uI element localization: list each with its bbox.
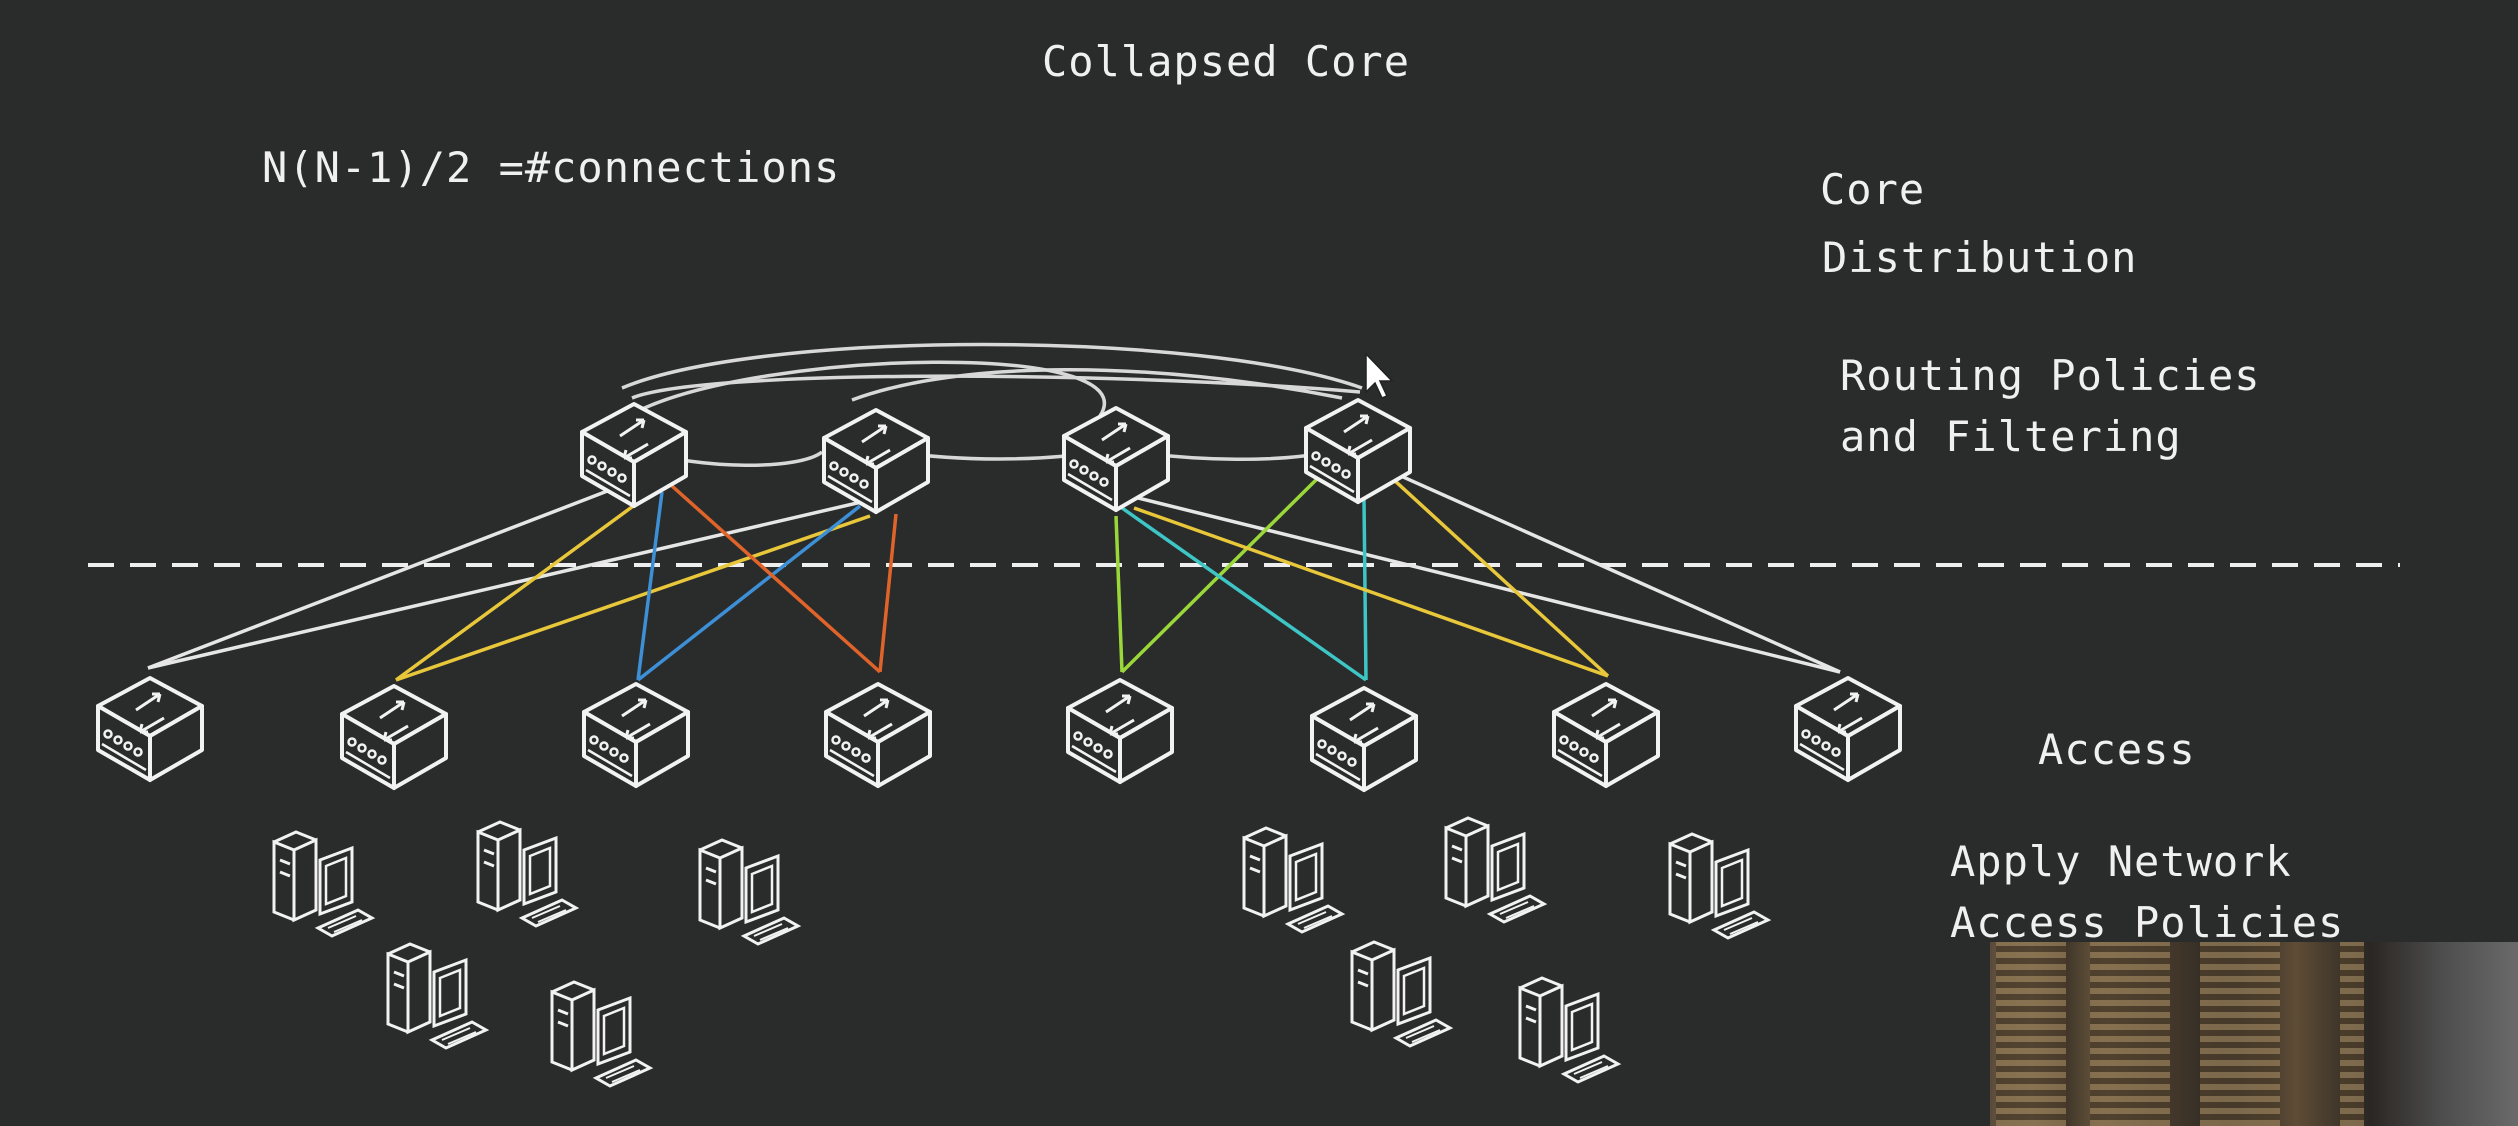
uplink-green bbox=[1114, 515, 1124, 673]
access-switch-icon bbox=[96, 676, 204, 782]
workstations bbox=[272, 816, 1770, 1088]
core-link bbox=[631, 374, 1361, 400]
access-switch-icon bbox=[1310, 686, 1418, 792]
core-mesh bbox=[621, 342, 1363, 467]
routing-policies-note: Routing Policies and Filtering bbox=[1840, 346, 2261, 468]
uplink-yellow bbox=[1392, 478, 1610, 678]
layer-label-distribution: Distribution bbox=[1822, 233, 2138, 282]
workstation-icon bbox=[550, 980, 652, 1088]
core-switch-icon bbox=[1062, 406, 1170, 512]
access-switch-icon bbox=[1066, 678, 1174, 784]
workstation-icon bbox=[698, 838, 800, 946]
workstation-icon bbox=[1444, 816, 1546, 924]
core-link bbox=[635, 360, 1106, 417]
access-policies-note: Apply Network Access Policies bbox=[1950, 832, 2344, 954]
routing-policies-line2: and Filtering bbox=[1840, 411, 2182, 461]
uplink bbox=[1391, 470, 1841, 674]
colored-uplinks bbox=[394, 474, 1610, 682]
layer-label-core: Core bbox=[1820, 165, 1926, 214]
thumbnail-stripe bbox=[2200, 942, 2280, 1126]
uplink bbox=[147, 498, 871, 670]
uplink-yellow bbox=[395, 514, 871, 682]
access-switch-icon bbox=[1552, 682, 1660, 788]
access-switch-icon bbox=[582, 682, 690, 788]
workstation-icon bbox=[386, 942, 488, 1050]
uplink-yellow bbox=[1133, 506, 1609, 678]
uplink-green bbox=[1120, 474, 1322, 674]
uplink-cyan bbox=[1120, 506, 1368, 682]
diagram-title: Collapsed Core bbox=[1042, 37, 1411, 86]
uplink-yellow bbox=[394, 502, 638, 682]
connections-formula: N(N-1)/2 =#connections bbox=[262, 143, 841, 192]
routing-policies-line1: Routing Policies bbox=[1840, 351, 2261, 400]
access-switches bbox=[96, 676, 1902, 792]
workstation-icon bbox=[1518, 976, 1620, 1084]
layer-label-access: Access bbox=[2038, 725, 2196, 774]
workstation-icon bbox=[1350, 940, 1452, 1048]
access-policies-line1: Apply Network bbox=[1950, 837, 2292, 886]
white-uplinks bbox=[147, 470, 1841, 674]
thumbnail-stripe bbox=[1996, 942, 2066, 1126]
webcam-thumbnail bbox=[1990, 942, 2518, 1126]
uplink bbox=[147, 488, 611, 670]
access-switch-icon bbox=[340, 684, 448, 790]
access-switch-icon bbox=[1794, 676, 1902, 782]
workstation-icon bbox=[476, 820, 578, 928]
core-link bbox=[621, 342, 1363, 390]
core-link bbox=[851, 368, 1343, 402]
mouse-cursor-icon bbox=[1365, 352, 1394, 399]
uplink-orange bbox=[670, 484, 882, 674]
workstation-icon bbox=[272, 830, 374, 938]
core-switch-icon bbox=[822, 408, 930, 514]
core-switch-icon bbox=[580, 402, 688, 508]
uplink-orange bbox=[878, 513, 898, 673]
uplink-blue bbox=[636, 491, 664, 681]
thumbnail-stripe bbox=[2340, 942, 2364, 1126]
uplink-blue bbox=[636, 504, 862, 682]
thumbnail-stripe bbox=[2090, 942, 2170, 1126]
access-switch-icon bbox=[824, 682, 932, 788]
uplink bbox=[1129, 494, 1841, 674]
workstation-icon bbox=[1668, 832, 1770, 940]
workstation-icon bbox=[1242, 826, 1344, 934]
core-switch-icon bbox=[1304, 398, 1412, 504]
access-policies-line2: Access Policies bbox=[1950, 897, 2345, 947]
